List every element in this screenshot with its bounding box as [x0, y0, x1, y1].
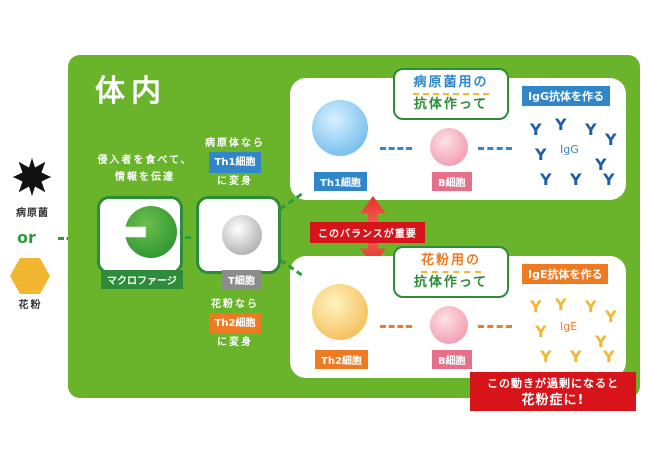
arrow-dash: [380, 325, 412, 328]
lower-bubble: 花粉用の 抗体作って: [393, 246, 509, 298]
bcell-label: B細胞: [432, 350, 472, 369]
balance-label: このバランスが重要: [310, 222, 425, 243]
tcell-upper-text: 病原体なら Th1細胞 に変身: [205, 135, 265, 190]
pathogen-icon: [13, 158, 51, 196]
caption-line: 侵入者を食べて、: [97, 155, 193, 166]
panel-title: 体内: [95, 74, 167, 109]
th2-badge: Th2細胞: [208, 313, 262, 334]
bubble-line: 花粉用の: [420, 251, 481, 273]
macrophage-label: マクロファージ: [101, 270, 183, 289]
tcell-upper-line: 病原体なら: [205, 138, 265, 149]
bcell-icon: [430, 306, 468, 344]
pollen-label: 花粉: [18, 300, 43, 311]
warning-line: この動きが過剰になると: [487, 377, 619, 390]
arrow-dash: [380, 147, 412, 150]
arrow-dash: [478, 325, 512, 328]
igg-text: IgG: [560, 143, 579, 156]
tcell-lower-text: 花粉なら Th2細胞 に変身: [205, 296, 265, 351]
tcell-upper-line: に変身: [217, 176, 253, 187]
pathogen-label: 病原菌: [16, 208, 49, 219]
bubble-line: 抗体作って: [413, 275, 489, 290]
tcell-lower-line: 花粉なら: [211, 299, 259, 310]
tcell-label: T細胞: [222, 270, 261, 289]
igg-label: IgG抗体を作る: [522, 86, 610, 106]
bubble-line: 病原菌用の: [413, 73, 489, 95]
macrophage-caption: 侵入者を食べて、情報を伝達: [90, 152, 200, 186]
warning-box: この動きが過剰になると 花粉症に!: [470, 372, 636, 411]
bubble-line: 抗体作って: [413, 97, 489, 112]
upper-bubble: 病原菌用の 抗体作って: [393, 68, 509, 120]
bcell-label: B細胞: [432, 172, 472, 191]
tcell-icon: [222, 215, 262, 255]
pollen-icon: [10, 258, 50, 294]
tcell-lower-line: に変身: [217, 337, 253, 348]
ige-label: IgE抗体を作る: [522, 264, 609, 284]
arrow-dash: [185, 236, 203, 239]
th2-cell-icon: [312, 284, 368, 340]
bcell-icon: [430, 128, 468, 166]
th2-label: Th2細胞: [315, 350, 368, 369]
th1-cell-icon: [312, 100, 368, 156]
th1-badge: Th1細胞: [208, 152, 262, 173]
or-label: or: [17, 228, 36, 247]
ige-text: IgE: [560, 320, 578, 333]
th1-label: Th1細胞: [314, 172, 367, 191]
arrow-dash: [478, 147, 512, 150]
warning-line: 花粉症に!: [521, 393, 585, 408]
caption-line: 情報を伝達: [115, 172, 175, 183]
